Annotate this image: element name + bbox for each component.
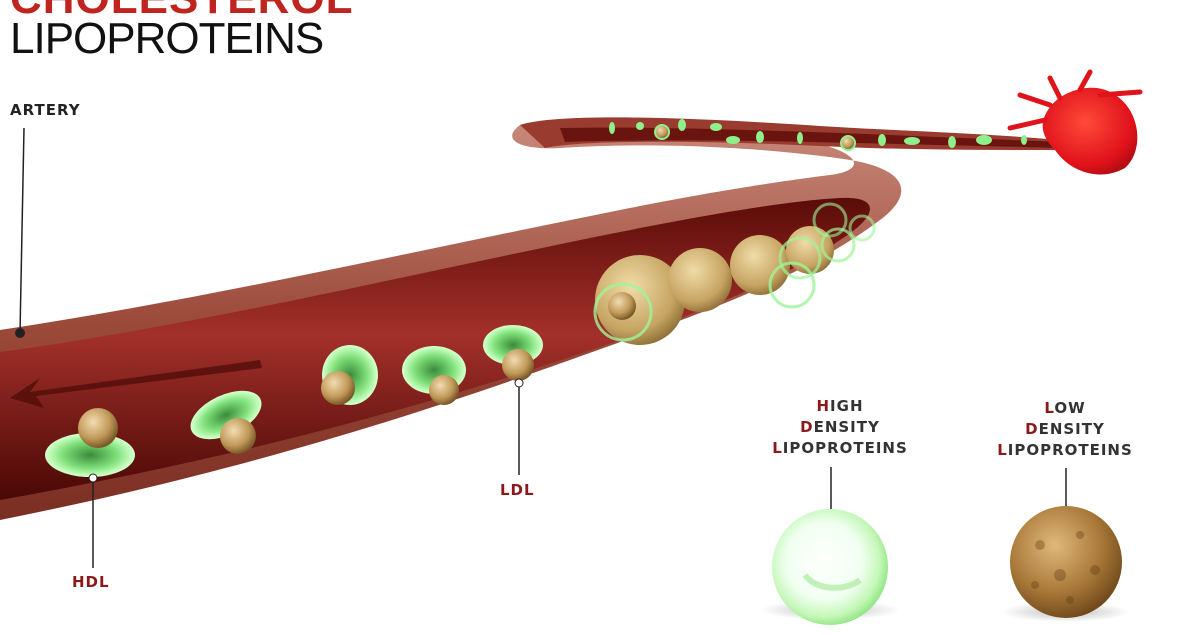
ldl-label: LDL (500, 481, 535, 499)
hdl-cell-4 (402, 346, 466, 405)
ldl-legend-line-3: LIPOPROTEINS (997, 441, 1133, 459)
hdl-cell-2 (190, 390, 262, 454)
hdl-cell-1 (45, 408, 135, 477)
hdl-legend: HIGH DENSITY LIPOPROTEINS (760, 397, 920, 457)
ldl-legend-line-1: LOW (1044, 399, 1086, 417)
flow-arrow (10, 360, 262, 408)
hdl-label: HDL (72, 573, 110, 591)
distal-cells (609, 119, 1027, 151)
hdl-legend-line-2: DENSITY (800, 418, 880, 436)
heart-icon (1007, 69, 1143, 175)
ldl-legend-line-2: DENSITY (1025, 420, 1105, 438)
hdl-legend-line-1: HIGH (816, 397, 864, 415)
pointer-lines (19, 127, 1067, 568)
plaque-cluster (593, 202, 876, 345)
hdl-legend-line-3: LIPOPROTEINS (772, 439, 908, 457)
hdl-sphere (772, 509, 888, 625)
ldl-legend: LOW DENSITY LIPOPROTEINS (990, 399, 1140, 459)
hdl-cell-3 (321, 345, 378, 405)
title-cut-line: CHOLESTEROL (10, 0, 353, 24)
ldl-sphere (1010, 506, 1122, 618)
ldl-cell-pointer (483, 325, 543, 381)
page-title: LIPOPROTEINS (10, 14, 324, 63)
artery-label: ARTERY (10, 101, 81, 119)
